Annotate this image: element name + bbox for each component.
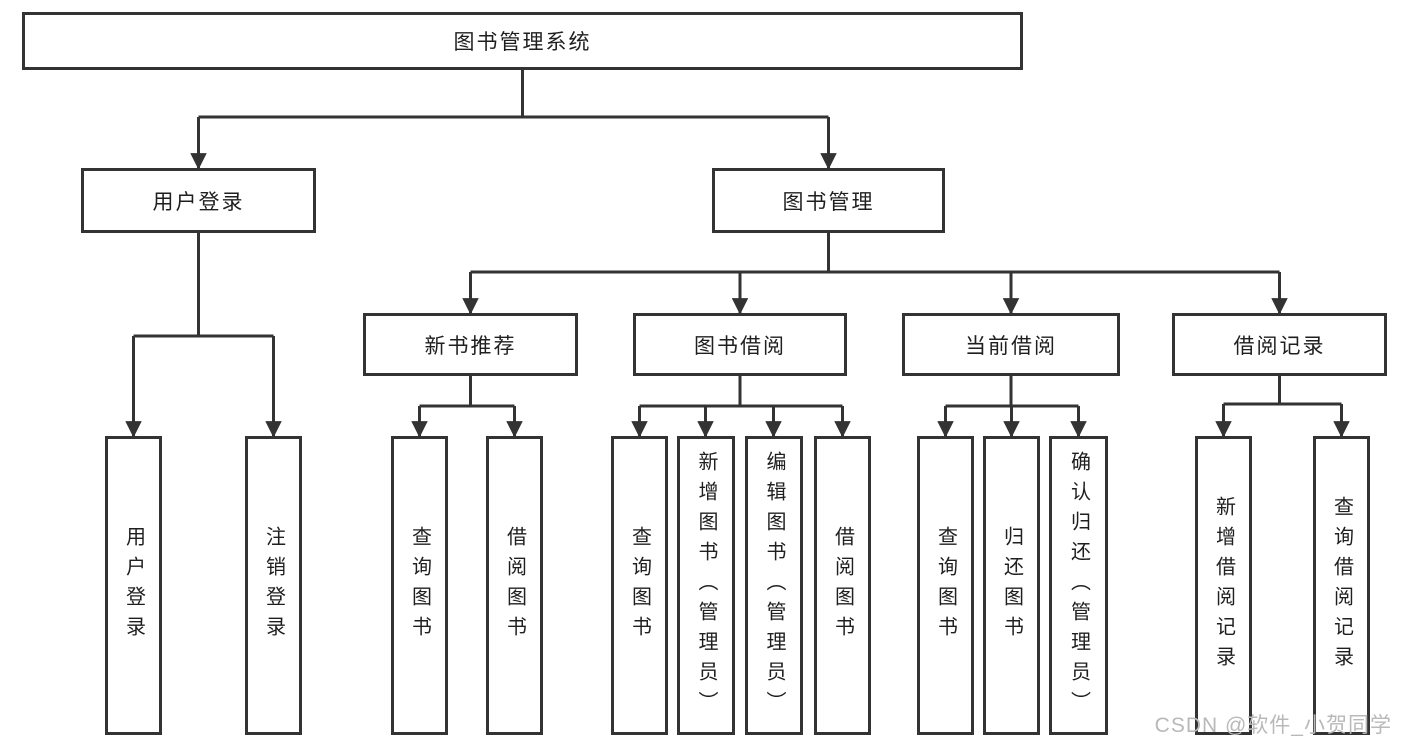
leaf-logout: 注销登录 — [245, 436, 302, 735]
node-user-login: 用户登录 — [81, 168, 316, 233]
leaf-logout-label: 注销登录 — [262, 525, 285, 646]
leaf-confirm-return-admin: 确认归还（管理员） — [1049, 436, 1108, 735]
leaf-query-books-recommend: 查询图书 — [391, 436, 448, 735]
node-new-book-recommend: 新书推荐 — [363, 313, 578, 376]
leaf-query-books-borrow: 查询图书 — [611, 436, 668, 735]
node-book-borrow: 图书借阅 — [633, 313, 847, 376]
leaf-query-books-current-label: 查询图书 — [934, 525, 957, 646]
leaf-add-borrow-record-label: 新增借阅记录 — [1212, 495, 1235, 676]
leaf-user-login-label: 用户登录 — [122, 525, 145, 646]
leaf-confirm-return-admin-label: 确认归还（管理员） — [1067, 450, 1090, 721]
leaf-add-books-admin: 新增图书（管理员） — [677, 436, 735, 735]
leaf-borrow-books-label: 借阅图书 — [831, 525, 854, 646]
node-current-borrow: 当前借阅 — [902, 313, 1120, 376]
leaf-return-books-label: 归还图书 — [1000, 525, 1023, 646]
leaf-query-books-current: 查询图书 — [917, 436, 974, 735]
leaf-return-books: 归还图书 — [983, 436, 1040, 735]
leaf-query-books-borrow-label: 查询图书 — [628, 525, 651, 646]
leaf-user-login: 用户登录 — [105, 436, 162, 735]
leaf-query-books-recommend-label: 查询图书 — [408, 525, 431, 646]
leaf-edit-books-admin: 编辑图书（管理员） — [745, 436, 803, 735]
leaf-borrow-books: 借阅图书 — [814, 436, 871, 735]
leaf-query-borrow-record: 查询借阅记录 — [1313, 436, 1370, 735]
leaf-borrow-books-recommend: 借阅图书 — [486, 436, 543, 735]
node-book-management: 图书管理 — [712, 168, 945, 233]
leaf-edit-books-admin-label: 编辑图书（管理员） — [763, 450, 785, 721]
leaf-query-borrow-record-label: 查询借阅记录 — [1330, 495, 1353, 676]
node-borrow-records: 借阅记录 — [1172, 313, 1387, 376]
leaf-add-books-admin-label: 新增图书（管理员） — [695, 450, 717, 721]
node-root: 图书管理系统 — [22, 12, 1023, 70]
leaf-borrow-books-recommend-label: 借阅图书 — [503, 525, 526, 646]
leaf-add-borrow-record: 新增借阅记录 — [1195, 436, 1252, 735]
csdn-watermark: CSDN @软件_小贺同学 — [1154, 714, 1392, 737]
